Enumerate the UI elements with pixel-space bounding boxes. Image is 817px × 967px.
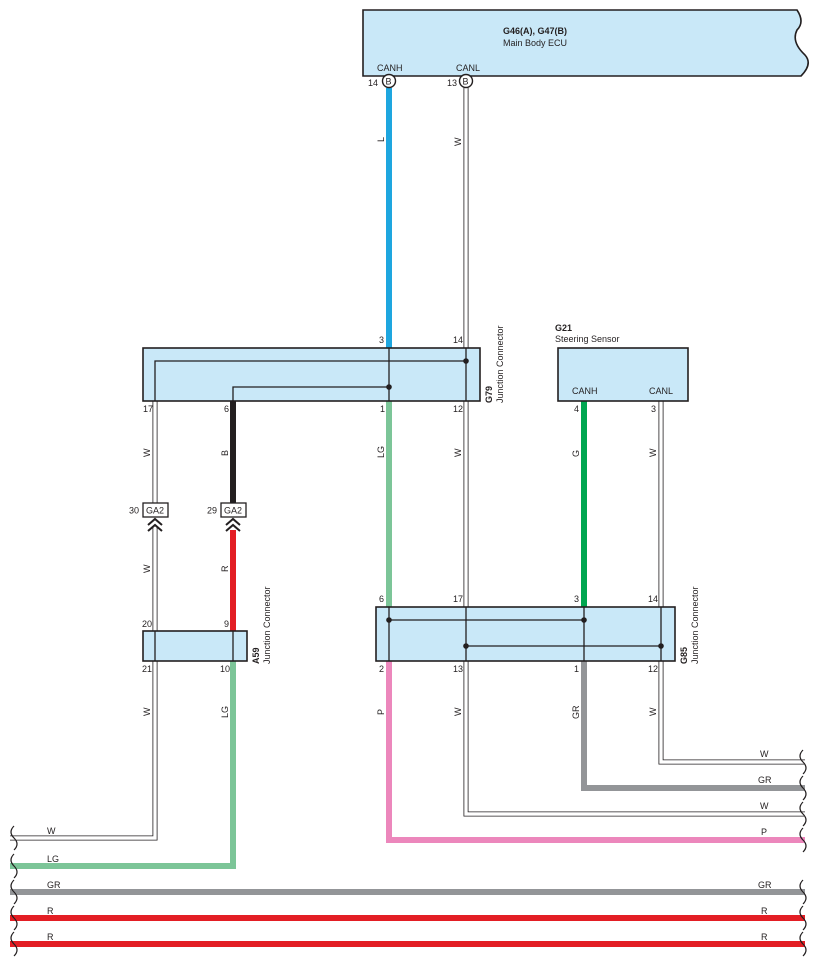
ecu-canh-badge: B (386, 77, 392, 87)
label-ga2r-down: R (220, 565, 230, 572)
g21-canh-label: CANH (572, 386, 598, 396)
g79-pin-14: 14 (453, 335, 463, 345)
a59-pin-9: 9 (224, 619, 229, 629)
g85-pin-12: 12 (648, 664, 658, 674)
ga2-left-pin: 30 (129, 506, 139, 516)
wire-a59-10 (10, 661, 236, 869)
g21-canl-label: CANL (649, 386, 673, 396)
ecu-canh-pin: 14 (368, 78, 378, 88)
g85-name: Junction Connector (690, 586, 700, 664)
label-a59-21: W (142, 707, 152, 716)
wire-labels: L W W B LG W G W W R W LG P W GR W (142, 137, 658, 719)
bus-right-label-r2: R (761, 932, 768, 942)
bus-right-label-w2: W (760, 801, 769, 811)
a59-pin-20: 20 (142, 619, 152, 629)
label-g85-1: GR (571, 705, 581, 719)
g85-pin-13: 13 (453, 664, 463, 674)
g85-pin-14: 14 (648, 594, 658, 604)
ga2-right-label: GA2 (224, 506, 242, 516)
ecu-canl-badge: B (463, 77, 469, 87)
label-g79-17: W (142, 448, 152, 457)
g79-pin-6: 6 (224, 404, 229, 414)
bus-right-label-w1: W (760, 749, 769, 759)
wire-a59-21 (10, 661, 157, 840)
ecu-canh-label: CANH (377, 63, 403, 73)
ecu-pin-badges: B B (381, 73, 474, 89)
label-g85-13: W (453, 707, 463, 716)
bus-right-label-gr2: GR (758, 880, 772, 890)
bus-right-label-gr1: GR (758, 775, 772, 785)
bus-labels-left: W LG GR R R (47, 826, 61, 942)
g85-pin-17: 17 (453, 594, 463, 604)
g85-junction-connector: 6 17 3 14 2 13 1 12 G85 Junction Connect… (375, 586, 700, 674)
label-g79-12: W (453, 448, 463, 457)
label-ga2l-down: W (142, 564, 152, 573)
g79-pin-17: 17 (143, 404, 153, 414)
bus-labels-right: W GR W P GR R R (758, 749, 772, 942)
g85-id: G85 (679, 647, 689, 664)
ecu-name: Main Body ECU (503, 38, 567, 48)
label-g85-2: P (376, 709, 386, 715)
ecu-id: G46(A), G47(B) (503, 26, 567, 36)
g21-canl-pin: 3 (651, 404, 656, 414)
g79-pin-12: 12 (453, 404, 463, 414)
wires (10, 88, 805, 947)
g85-pin-2: 2 (379, 664, 384, 674)
ga2-right-pin: 29 (207, 506, 217, 516)
ecu-canl-label: CANL (456, 63, 480, 73)
g85-pin-3: 3 (574, 594, 579, 604)
ecu-canl-pin: 13 (447, 78, 457, 88)
bus-left-label-r1: R (47, 906, 54, 916)
wire-g85-12 (659, 661, 805, 764)
bus-left-label-w: W (47, 826, 56, 836)
a59-pin-21: 21 (142, 664, 152, 674)
bus-right-label-r1: R (761, 906, 768, 916)
a59-id: A59 (251, 647, 261, 664)
g21-steering-sensor: G21 Steering Sensor CANH CANL 4 3 (555, 323, 689, 414)
bus-left-label-r2: R (47, 932, 54, 942)
a59-pin-10: 10 (220, 664, 230, 674)
label-g85-12: W (648, 707, 658, 716)
wire-g85-2 (386, 661, 805, 843)
label-g21-canl: W (648, 448, 658, 457)
label-g21-canh: G (571, 450, 581, 457)
g85-pin-6: 6 (379, 594, 384, 604)
ga2-left-label: GA2 (146, 506, 164, 516)
break-markers (10, 749, 807, 957)
g21-id: G21 (555, 323, 572, 333)
ga2-connector-left: GA2 30 (129, 502, 169, 532)
wire-g85-13 (464, 661, 805, 816)
label-ecu-canh: L (376, 137, 386, 142)
a59-junction-connector: 20 9 21 10 A59 Junction Connector (142, 586, 272, 674)
a59-name: Junction Connector (262, 586, 272, 664)
g79-id: G79 (484, 386, 494, 403)
bus-left-label-gr: GR (47, 880, 61, 890)
g79-name: Junction Connector (495, 325, 505, 403)
main-body-ecu: G46(A), G47(B) Main Body ECU CANH CANL 1… (362, 9, 809, 88)
g79-pin-3: 3 (379, 335, 384, 345)
label-ecu-canl: W (453, 137, 463, 146)
g21-canh-pin: 4 (574, 404, 579, 414)
ga2-connector-right: GA2 29 (207, 502, 247, 532)
g79-junction-connector: 3 14 17 6 1 12 G79 Junction Connector (142, 325, 505, 414)
label-a59-10: LG (220, 706, 230, 718)
label-g79-6: B (220, 450, 230, 456)
g85-pin-1: 1 (574, 664, 579, 674)
g79-pin-1: 1 (380, 404, 385, 414)
bus-right-label-p: P (761, 827, 767, 837)
bus-left-label-lg: LG (47, 854, 59, 864)
g21-name: Steering Sensor (555, 334, 620, 344)
wire-g85-1 (581, 661, 805, 791)
label-g79-1: LG (376, 446, 386, 458)
